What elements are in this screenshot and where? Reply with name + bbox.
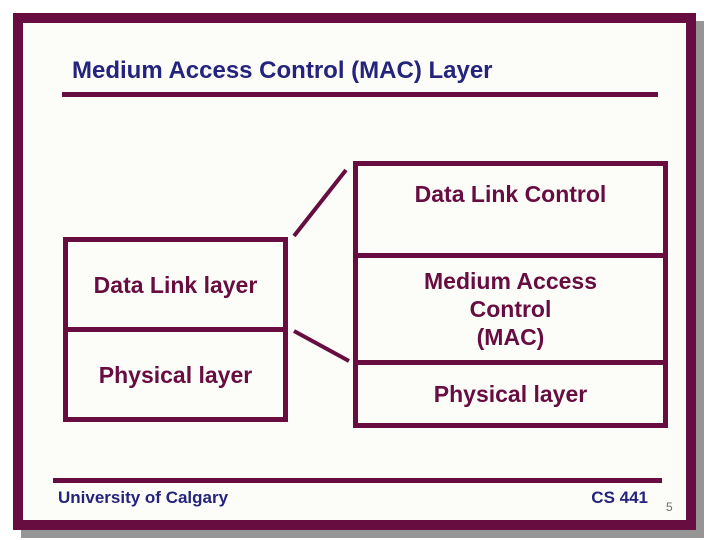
right-box: Data Link Control Medium Access Control … <box>353 161 668 428</box>
mac-label-line-1: Medium Access <box>424 268 597 294</box>
mac-label-line-3: (MAC) <box>476 324 545 350</box>
left-box-section-physical-layer: Physical layer <box>98 361 253 388</box>
slide-title: Medium Access Control (MAC) Layer <box>72 57 493 84</box>
footer-course: CS 441 <box>591 488 648 507</box>
left-box: Data Link layer Physical layer <box>63 237 288 422</box>
right-box-section-physical-layer: Physical layer <box>433 381 588 407</box>
footer-divider <box>53 478 662 483</box>
left-box-section-data-link-layer: Data Link layer <box>68 242 283 332</box>
title-underline <box>62 92 658 97</box>
footer-institution: University of Calgary <box>58 488 229 507</box>
page-number: 5 <box>666 500 673 514</box>
right-box-section-mac: Medium Access Control (MAC) <box>358 258 663 365</box>
mac-label-line-2: Control <box>469 296 552 322</box>
right-box-section-data-link-control: Data Link Control <box>358 166 663 258</box>
